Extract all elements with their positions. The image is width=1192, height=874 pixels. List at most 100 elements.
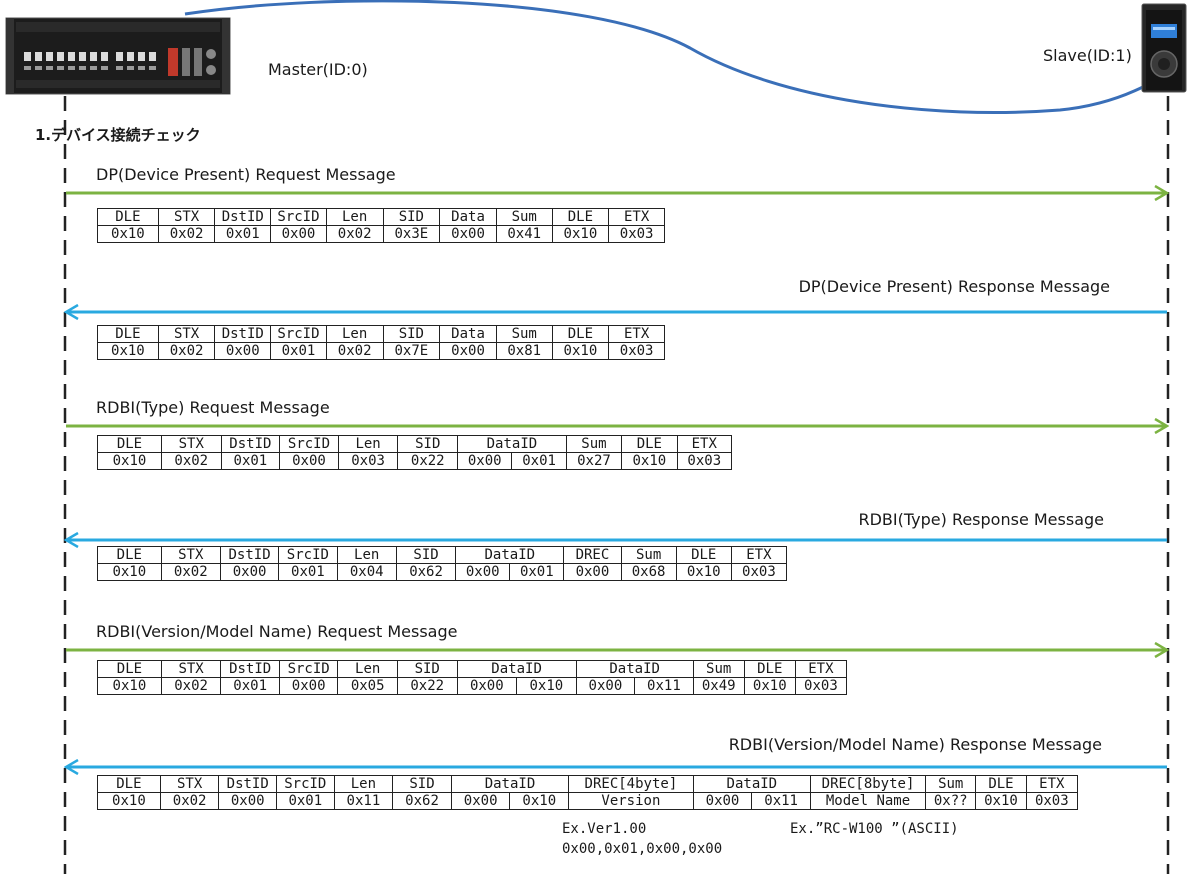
field-name: DLE [97, 435, 162, 453]
msg-label-rdbi-type-response: RDBI(Type) Response Message [858, 510, 1104, 529]
field-name: ETX [1025, 775, 1079, 793]
field-name: DREC[4byte] [568, 775, 694, 793]
field-name: DLE [97, 775, 161, 793]
field-name: Len [337, 660, 398, 678]
field-name: Len [336, 546, 397, 564]
field-name: DataID [456, 660, 577, 678]
field-value: 0x62 [392, 792, 452, 810]
field-value: Version [568, 792, 694, 810]
field-value: 0x10 [97, 677, 162, 695]
field-name: DstID [219, 546, 280, 564]
field-name: DLE [551, 208, 610, 226]
field-value: 0x01 [276, 792, 335, 810]
field-value: 0x10 [97, 792, 161, 810]
field-value: 0x02 [160, 677, 222, 695]
field-name: Sum [495, 208, 553, 226]
field-value: 0x00 [450, 792, 511, 810]
field-value: 0x27 [565, 452, 623, 470]
field-value: 0x11 [634, 677, 694, 695]
field-value: 0x10 [97, 225, 159, 243]
field-name: Sum [565, 435, 623, 453]
field-name: SID [396, 660, 458, 678]
field-value: 0x03 [608, 342, 665, 360]
packet-table-rdbi-version-request: DLE STX DstID SrcID Len SID DataID DataI… [97, 660, 848, 695]
version-example-note: Ex.Ver1.00 0x00,0x01,0x00,0x00 [562, 819, 722, 859]
field-name: DstID [214, 208, 272, 226]
field-name: STX [159, 775, 220, 793]
field-value: 0x00 [456, 677, 518, 695]
field-name: SID [392, 775, 452, 793]
field-name: DLE [551, 325, 610, 343]
field-name: DLE [675, 546, 732, 564]
field-value: 0x68 [620, 563, 677, 581]
field-value: 0x62 [395, 563, 457, 581]
field-name: DLE [621, 435, 678, 453]
field-name: SID [382, 208, 441, 226]
field-value: 0x00 [455, 563, 511, 581]
packet-table-rdbi-type-response: DLE STX DstID SrcID Len SID DataID DREC … [97, 546, 788, 581]
field-value: 0x10 [975, 792, 1027, 810]
field-value: 0x02 [157, 342, 216, 360]
field-value: 0x10 [743, 677, 796, 695]
field-name: Len [333, 775, 394, 793]
field-value: 0x03 [1025, 792, 1079, 810]
field-name: DLE [743, 660, 796, 678]
field-name: SrcID [278, 546, 338, 564]
field-value: 0x00 [214, 342, 272, 360]
field-value: 0x22 [397, 452, 459, 470]
field-name: DLE [97, 546, 162, 564]
master-device-image [5, 17, 231, 95]
packet-table-rdbi-version-response: DLE STX DstID SrcID Len SID DataID DREC[… [97, 775, 1079, 810]
field-value: 0x01 [220, 677, 280, 695]
field-value: 0x01 [511, 452, 567, 470]
field-value: 0x10 [97, 452, 162, 470]
field-value: 0x00 [270, 225, 327, 243]
field-value: 0x81 [495, 342, 553, 360]
slave-device-image [1141, 3, 1187, 93]
field-value: 0x10 [516, 677, 577, 695]
field-value: 0x00 [692, 792, 753, 810]
packet-table-dp-response: DLE STX DstID SrcID Len SID Data Sum DLE… [97, 325, 665, 360]
field-name: ETX [608, 208, 665, 226]
field-value: 0x22 [396, 677, 458, 695]
field-value: 0x01 [270, 342, 327, 360]
field-value: 0x01 [278, 563, 338, 581]
field-value: 0x03 [730, 563, 788, 581]
field-value: 0x10 [97, 563, 162, 581]
msg-label-rdbi-version-request: RDBI(Version/Model Name) Request Message [96, 622, 458, 641]
field-value: 0x11 [333, 792, 394, 810]
field-value: 0x00 [219, 563, 280, 581]
field-name: DLE [975, 775, 1027, 793]
field-name: DLE [97, 325, 159, 343]
field-name: Len [325, 208, 384, 226]
slave-label: Slave(ID:1) [1043, 46, 1132, 65]
version-example-text: Ex.Ver1.00 [562, 821, 647, 837]
field-name: STX [160, 435, 222, 453]
section-title: 1.デバイス接続チェック [35, 126, 201, 144]
field-value: 0x01 [220, 452, 281, 470]
field-name: Len [325, 325, 384, 343]
field-value: 0x10 [97, 342, 159, 360]
field-name: ETX [676, 435, 733, 453]
field-name: SrcID [270, 325, 327, 343]
field-value: 0x00 [439, 225, 497, 243]
field-name: DstID [220, 660, 280, 678]
model-name-example-note: Ex.”RC-W100 ”(ASCII) [790, 821, 959, 837]
field-value: 0x10 [509, 792, 570, 810]
field-value: 0x02 [159, 792, 220, 810]
field-value: 0x03 [676, 452, 733, 470]
field-name: SID [397, 435, 459, 453]
packet-table-dp-request: DLE STX DstID SrcID Len SID Data Sum DLE… [97, 208, 665, 243]
field-value: Model Name [809, 792, 927, 810]
field-value: 0x00 [439, 342, 497, 360]
field-name: DataID [455, 546, 565, 564]
field-value: 0x00 [575, 677, 636, 695]
field-name: DREC [563, 546, 622, 564]
packet-table-rdbi-type-request: DLE STX DstID SrcID Len SID DataID Sum D… [97, 435, 733, 470]
field-name: DREC[8byte] [809, 775, 927, 793]
field-value: 0x02 [325, 342, 384, 360]
field-name: ETX [730, 546, 788, 564]
field-name: SrcID [279, 435, 339, 453]
field-name: DLE [97, 660, 162, 678]
field-name: Data [439, 208, 497, 226]
